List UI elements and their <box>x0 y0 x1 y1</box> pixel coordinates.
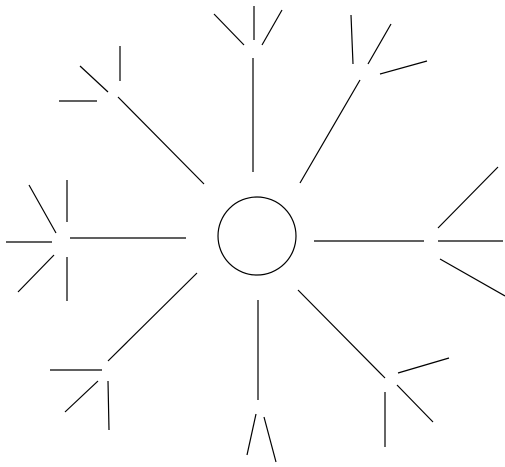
arm-right <box>314 167 505 296</box>
arm-top-right-branch-2 <box>368 24 391 64</box>
arm-bottom-right-stem <box>298 290 385 378</box>
arm-bottom-left-branch-3 <box>108 381 109 430</box>
arm-left-branch-1 <box>29 185 56 233</box>
arm-left <box>6 180 186 301</box>
arm-top-right-branch-3 <box>380 61 427 74</box>
arm-bottom-left-branch-2 <box>65 381 98 412</box>
arm-top <box>214 6 282 172</box>
arm-top-right-branch-1 <box>351 15 353 64</box>
arm-top-left-branch-1 <box>80 66 108 92</box>
arm-bottom-left <box>50 273 197 430</box>
arm-bottom-right-branch-3 <box>397 385 433 422</box>
arm-right-branch-up <box>438 167 498 228</box>
arm-bottom-left-stem <box>108 273 197 361</box>
arm-top-right <box>300 15 427 183</box>
arm-top-right-stem <box>300 80 360 183</box>
arm-top-branch-right <box>262 10 282 45</box>
arm-left-branch-4 <box>18 255 54 292</box>
arm-bottom-right-branch-1 <box>398 358 449 373</box>
arm-top-left-stem <box>118 97 204 184</box>
arm-right-branch-down <box>440 259 505 296</box>
arm-top-branch-left <box>214 14 244 45</box>
arm-bottom-branch-left <box>247 414 256 455</box>
arm-bottom <box>247 300 276 462</box>
arm-bottom-right <box>298 290 449 447</box>
arm-top-left <box>59 46 204 184</box>
center-hub <box>218 197 296 275</box>
arm-bottom-branch-right <box>264 417 276 462</box>
